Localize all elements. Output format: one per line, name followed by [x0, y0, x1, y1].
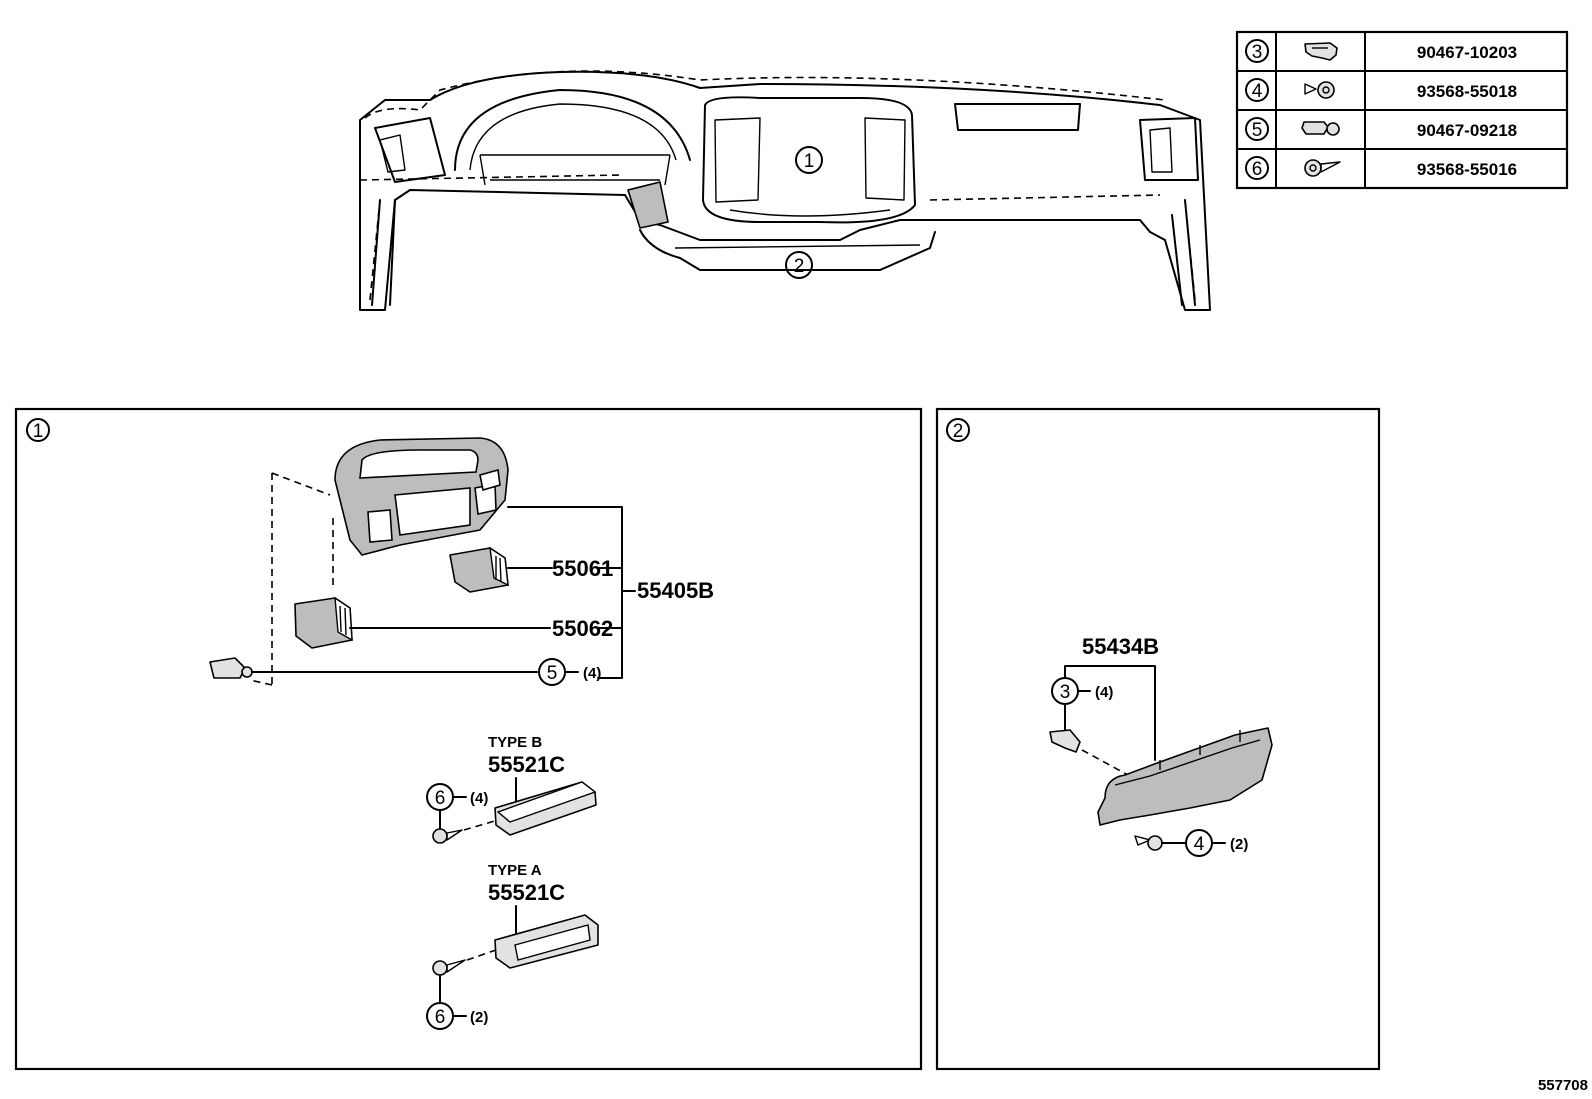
table-part-no: 93568-55016: [1417, 160, 1517, 179]
fastener-table: 3 90467-10203 4 93568-55018 5: [1235, 30, 1569, 190]
table-ref: 6: [1252, 159, 1263, 180]
ref-circle-6-b: 6: [435, 788, 446, 809]
vent-55062: [294, 596, 353, 649]
box-type-b: [494, 781, 597, 836]
panel-1: 1: [14, 407, 923, 1071]
lower-finish-panel: [1097, 727, 1273, 826]
panel-2: 2 55434B 3 (4) 4 (2): [935, 407, 1381, 1071]
table-row: 5 90467-09218: [1245, 117, 1517, 141]
dashboard-overview: 1 2: [359, 70, 1211, 311]
ref-circle-6-a: 6: [435, 1007, 446, 1028]
ref-circle-5: 5: [547, 663, 558, 684]
type-a-label: TYPE A: [488, 862, 542, 879]
clip-icon: [1304, 42, 1338, 61]
callout-circle: [785, 251, 813, 279]
screw-icon: [432, 828, 463, 844]
part-number-55521c-b: 55521C: [488, 752, 565, 777]
panel-2-label: 2: [953, 421, 964, 442]
qty-4: (2): [1230, 836, 1248, 853]
screw-icon: [1304, 159, 1341, 177]
part-number-55434b: 55434B: [1082, 634, 1159, 659]
screw-icon: [1134, 835, 1163, 851]
type-b-label: TYPE B: [488, 734, 542, 751]
part-number-55521c-a: 55521C: [488, 880, 565, 905]
qty-6-b: (4): [470, 790, 488, 807]
table-row: 4 93568-55018: [1245, 78, 1517, 102]
qty-6-a: (2): [470, 1009, 488, 1026]
screw-icon: [1304, 81, 1335, 99]
clip-icon: [1301, 121, 1340, 136]
table-row: 6 93568-55016: [1245, 156, 1517, 180]
screw-icon: [432, 959, 466, 976]
overview-callout-1: 1: [804, 151, 815, 172]
table-ref: 4: [1252, 81, 1263, 102]
table-ref: 3: [1252, 42, 1263, 63]
panel-1-label: 1: [33, 421, 44, 442]
clip-3: [1049, 729, 1081, 753]
table-ref: 5: [1252, 120, 1263, 141]
part-number-55062: 55062: [552, 616, 613, 641]
qty-5: (4): [583, 665, 601, 682]
figure-id: 557708: [1538, 1077, 1588, 1094]
callout-circle: [795, 146, 823, 174]
ref-circle-4: 4: [1194, 834, 1205, 855]
ref-circle-3: 3: [1060, 682, 1071, 703]
table-row: 3 90467-10203: [1245, 39, 1517, 63]
box-type-a: [494, 914, 599, 969]
clip-5: [209, 657, 253, 679]
table-part-no: 93568-55018: [1417, 82, 1517, 101]
part-number-55405b: 55405B: [637, 578, 714, 603]
table-part-no: 90467-10203: [1417, 43, 1517, 62]
overview-callout-2: 2: [794, 256, 805, 277]
vent-55061: [449, 546, 509, 593]
part-number-55061: 55061: [552, 556, 613, 581]
cluster-bezel: [334, 437, 509, 556]
qty-3: (4): [1095, 684, 1113, 701]
table-part-no: 90467-09218: [1417, 121, 1517, 140]
